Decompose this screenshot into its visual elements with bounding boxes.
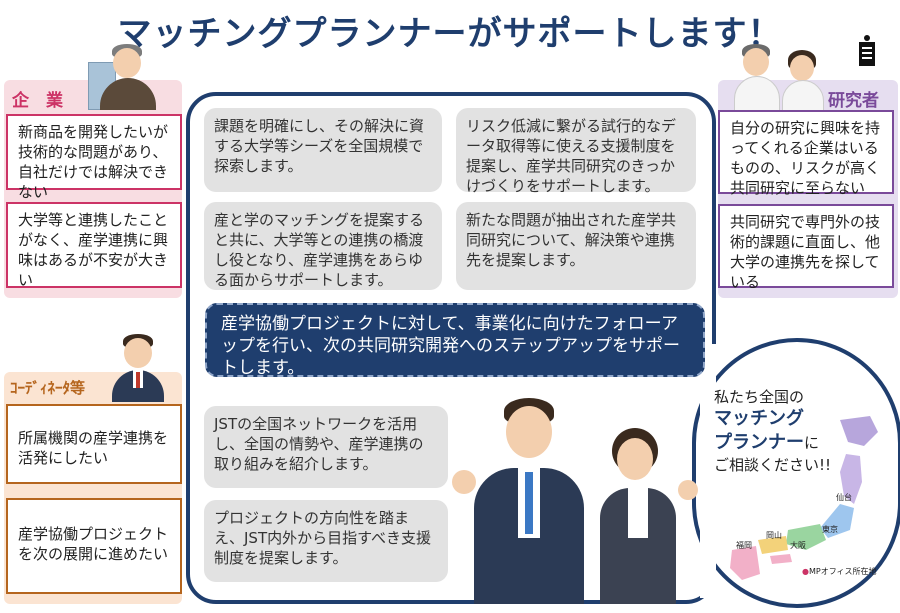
consult-line-3-emphasis: プランナー [714, 432, 804, 453]
city-sendai: 仙台 [836, 493, 852, 502]
support-box-1: 課題を明確にし、その解決に資する大学等シーズを全国規模で探索します。 [204, 108, 442, 192]
city-tokyo: 東京 [822, 525, 838, 534]
followup-banner: 産学協働プロジェクトに対して、事業化に向けたフォローアップを行い、次の共同研究開… [205, 303, 705, 378]
support-box-2: リスク低減に繋がる試行的なデータ取得等に使える支援制度を提案し、産学共同研究のき… [456, 108, 696, 195]
researcher-need-2: 共同研究で専門外の技術的課題に直面し、他大学の連携先を探している [718, 204, 894, 291]
male-researcher-illustration [734, 44, 780, 112]
consult-line-1: 私たち全国の [714, 388, 805, 406]
legend-dot-icon: ● [802, 567, 809, 576]
city-okayama: 岡山 [766, 531, 782, 540]
support-box-6: プロジェクトの方向性を踏まえ、JST内外から目指すべき支援制度を提案します。 [204, 500, 448, 582]
company-label: 企 業 [12, 91, 63, 111]
company-need-2: 大学等と連携したことがなく、産学連携に興味はあるが不安が大きい [6, 202, 182, 289]
consult-line-3-suffix: に [804, 434, 820, 452]
consult-circle [692, 338, 900, 608]
coordinator-need-2: 産学協働プロジェクトを次の展開に進めたい [6, 498, 182, 594]
coordinator-label: ｺｰﾃﾞｨﾈｰﾀ等 [10, 379, 86, 397]
researcher-label: 研究者 [828, 91, 879, 111]
support-box-3: 産と学のマッチングを提案すると共に、大学等との連携の橋渡し役となり、産学連携をあ… [204, 202, 442, 290]
female-planner-illustration [588, 428, 708, 604]
map-legend: ●MPオフィス所在地 [802, 566, 877, 577]
map-legend-text: MPオフィス所在地 [808, 567, 877, 576]
researcher-need-1: 自分の研究に興味を持ってくれる企業はいるものの、リスクが高く共同研究に至らない [718, 110, 894, 197]
coordinator-need-1: 所属機関の産学連携を活発にしたい [6, 404, 182, 484]
male-planner-illustration [452, 398, 602, 604]
businessman-illustration [100, 44, 156, 110]
japan-map [730, 416, 878, 580]
support-box-4: 新たな問題が抽出された産学共同研究について、解決策や連携先を提案します。 [456, 202, 696, 290]
support-box-5: JSTの全国ネットワークを活用し、全国の情勢や、産学連携の取り組みを紹介します。 [204, 406, 448, 488]
consult-line-3: プランナーに [714, 428, 819, 454]
frame-seam [700, 344, 716, 598]
female-researcher-illustration [782, 50, 824, 112]
consult-line-2: マッチング [714, 408, 804, 429]
consult-line-4: ご相談ください!! [714, 456, 832, 474]
company-need-1: 新商品を開発したいが技術的な問題があり、自社だけでは解決できない [6, 114, 182, 201]
document-icon [859, 35, 875, 66]
page-title: マッチングプランナーがサポートします！ [117, 14, 783, 54]
coordinator-illustration [112, 334, 164, 402]
city-osaka: 大阪 [790, 541, 806, 550]
city-fukuoka: 福岡 [736, 541, 752, 550]
